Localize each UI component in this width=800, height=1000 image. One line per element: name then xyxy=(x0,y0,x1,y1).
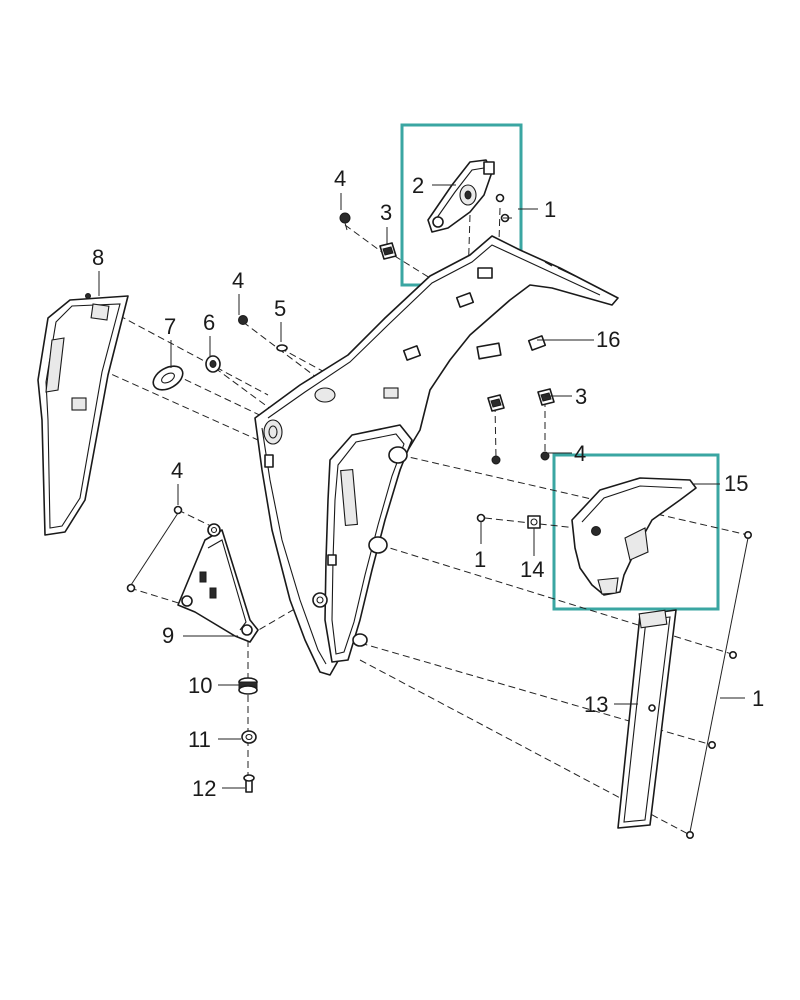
callout-4: 4 xyxy=(334,166,346,191)
part-4-screw-b xyxy=(238,315,248,325)
part-9-bracket xyxy=(177,523,259,643)
callout-4: 4 xyxy=(574,441,586,466)
part-4-screw-c xyxy=(491,451,550,465)
callout-5: 5 xyxy=(274,296,286,321)
part-12-bolt xyxy=(243,774,255,793)
part-1-screws-right xyxy=(685,530,752,839)
callout-12: 12 xyxy=(192,776,216,801)
callout-4: 4 xyxy=(171,458,183,483)
callout-leaders xyxy=(98,184,745,789)
highlight-box-part-15 xyxy=(552,453,720,611)
part-14-nut xyxy=(527,515,541,529)
callout-14: 14 xyxy=(520,557,544,582)
callouts: 1 2 3 4 8 4 5 7 6 16 3 4 15 4 1 14 9 10 … xyxy=(92,166,764,801)
part-6-grommet xyxy=(205,355,221,373)
part-11-washer xyxy=(241,730,257,744)
callout-11: 11 xyxy=(188,727,211,752)
callout-3: 3 xyxy=(575,384,587,409)
callout-15: 15 xyxy=(724,471,748,496)
callout-10: 10 xyxy=(188,673,212,698)
part-10-rubber-mount xyxy=(238,677,258,695)
callout-7: 7 xyxy=(164,314,176,339)
callout-16: 16 xyxy=(596,327,620,352)
part-8-side-cover xyxy=(37,293,129,536)
part-4-screw-d xyxy=(126,505,183,593)
part-4-screw-a xyxy=(339,212,351,231)
callout-9: 9 xyxy=(162,623,174,648)
part-3-clip-b xyxy=(487,388,555,412)
part-16-front-frame xyxy=(254,235,619,676)
part-5-washer xyxy=(276,344,288,352)
part-1-screw-b xyxy=(476,513,486,523)
callout-4: 4 xyxy=(232,268,244,293)
callout-1: 1 xyxy=(752,686,764,711)
part-7-disc xyxy=(152,365,184,391)
callout-1: 1 xyxy=(544,197,556,222)
callout-3: 3 xyxy=(380,200,392,225)
part-1-screw-a xyxy=(495,193,512,223)
part-3-clip-a xyxy=(379,242,397,260)
callout-2: 2 xyxy=(412,173,424,198)
part-2-bracket xyxy=(427,159,495,233)
part-13-strip xyxy=(617,609,677,829)
part-15-cover xyxy=(571,477,697,596)
callout-6: 6 xyxy=(203,310,215,335)
callout-13: 13 xyxy=(584,692,608,717)
callout-8: 8 xyxy=(92,245,104,270)
callout-1: 1 xyxy=(474,547,486,572)
